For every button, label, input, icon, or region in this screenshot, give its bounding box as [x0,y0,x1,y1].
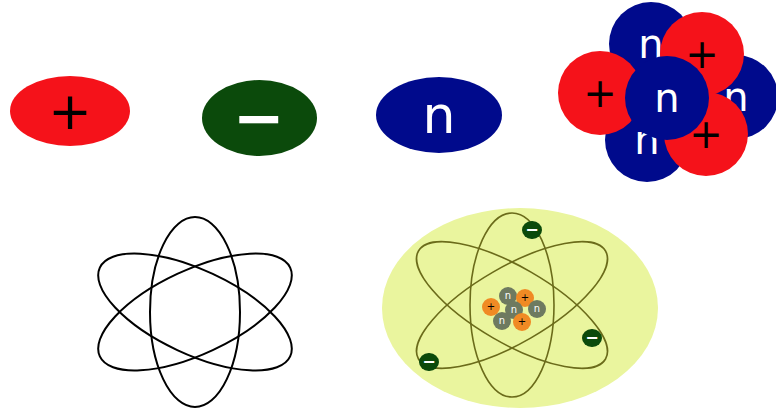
particle: + [10,76,130,146]
particle-symbol: + [487,302,495,312]
particle-symbol: + [521,293,529,303]
atom-cloud [382,208,658,408]
orbit-lines [82,217,308,407]
particle-symbol: n [423,89,456,141]
particle-symbol: n [499,316,505,326]
particle-symbol: + [518,317,526,327]
particle: − [202,80,317,156]
particle-symbol: − [422,354,435,370]
particle-symbol: − [585,330,598,346]
particle-symbol: + [583,73,617,113]
particle: n [528,300,546,318]
particle-symbol: − [233,87,285,149]
particle-symbol: n [505,291,511,301]
particle: + [513,313,531,331]
particle-symbol: n [534,304,540,314]
atom-orbits [399,213,624,397]
particle-symbol: + [48,85,92,137]
particle-symbol: n [654,78,679,118]
particle: n [493,312,511,330]
particle: − [522,221,541,239]
particle: n [376,77,502,153]
particle-symbol: − [525,222,538,238]
particle: − [419,353,438,371]
particle: − [582,329,601,347]
particle: n [625,56,709,140]
